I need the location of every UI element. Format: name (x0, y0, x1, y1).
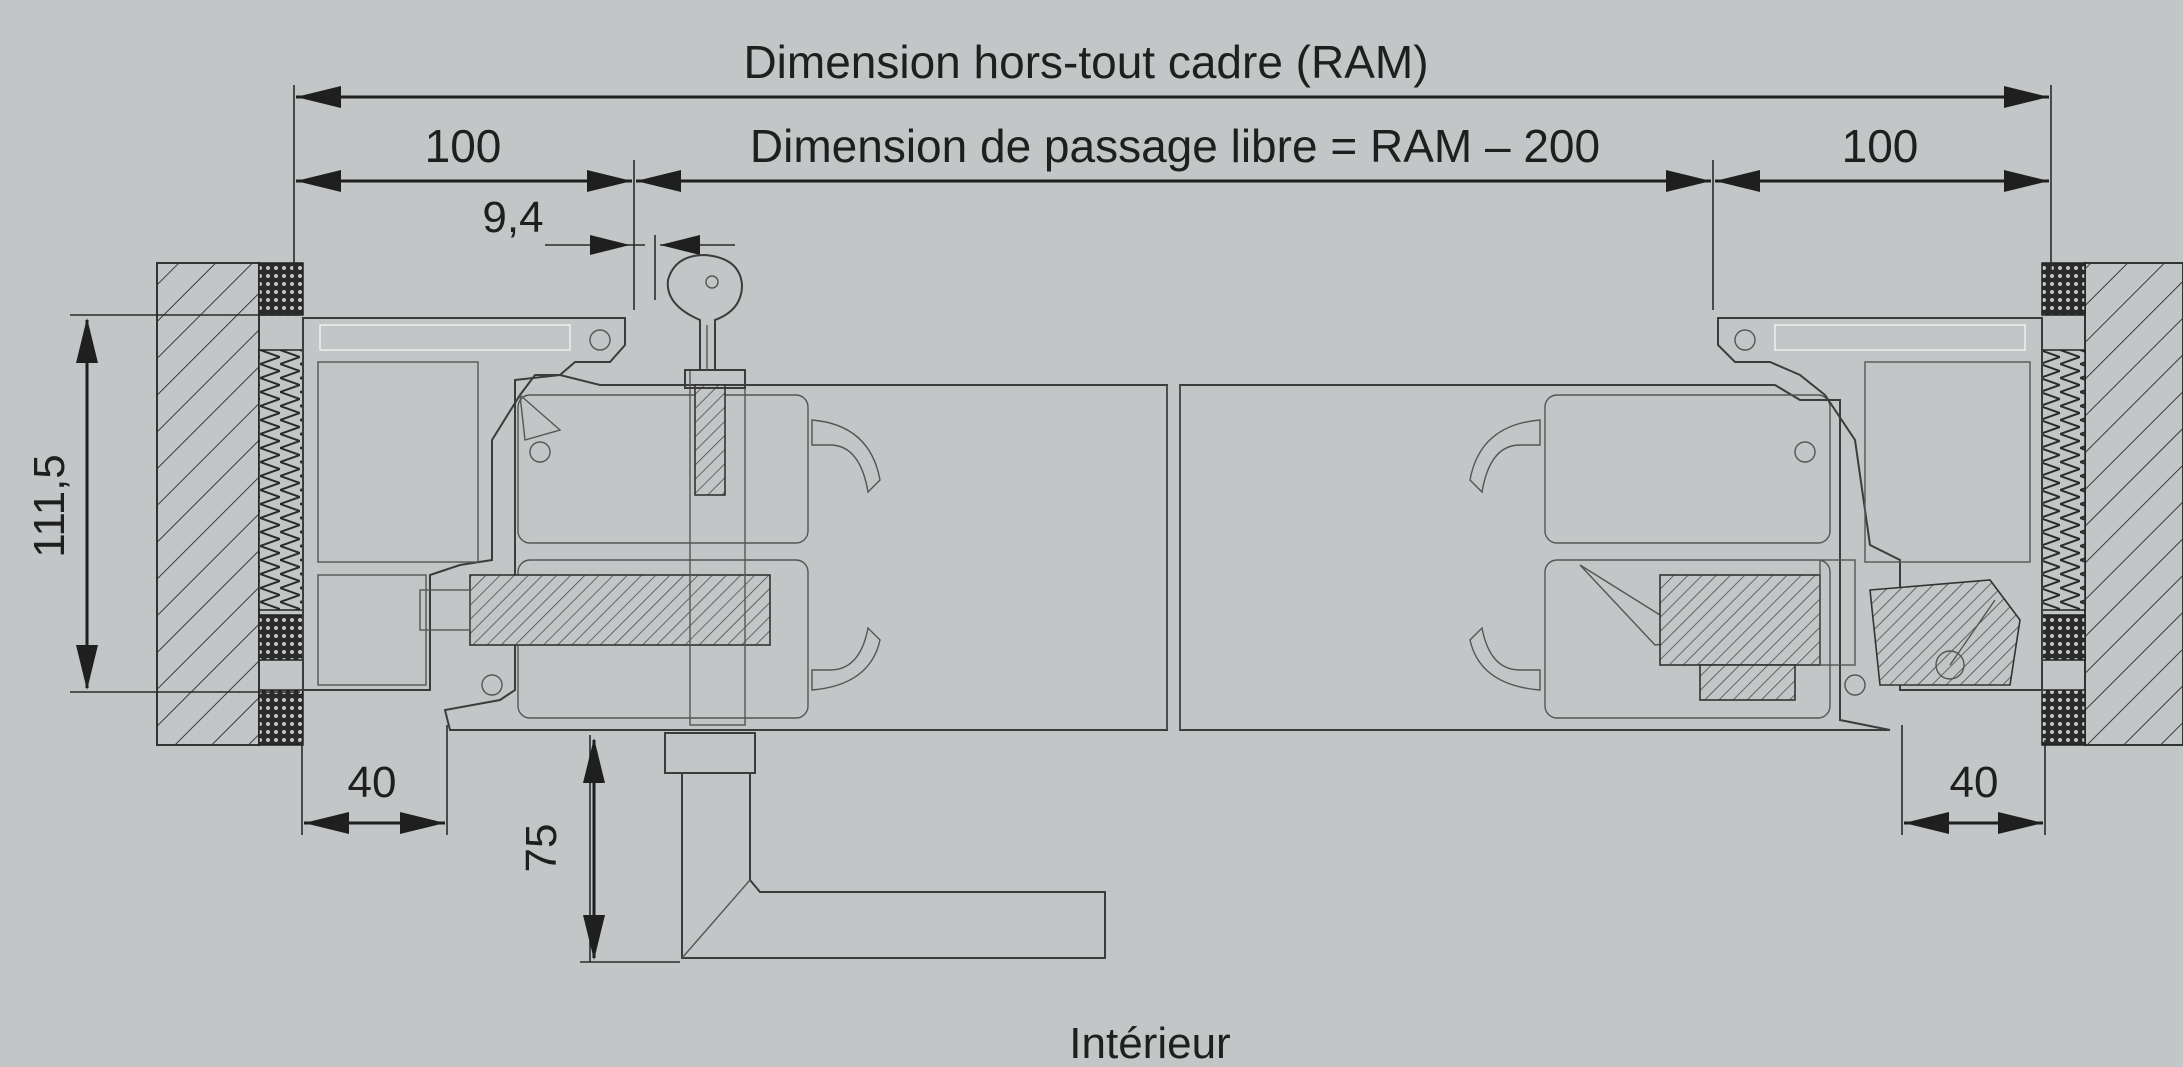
left-frame-profile (302, 317, 626, 696)
extension-lines (70, 85, 2052, 963)
hinge-mechanism (1659, 559, 2021, 701)
left-door-leaf (443, 373, 1168, 731)
overall-dimension-label: Dimension hors-tout cadre (RAM) (743, 36, 1428, 88)
interior-side-label: Intérieur (1069, 1019, 1230, 1067)
key-offset-label: 9,4 (482, 193, 543, 242)
right-frame-width-label: 40 (1950, 758, 1999, 807)
frame-depth-label: 111,5 (25, 454, 74, 558)
left-wall (156, 262, 304, 746)
dimension-lines (76, 86, 2049, 960)
door-handle-icon (664, 732, 1106, 959)
clear-passage-label: Dimension de passage libre = RAM – 200 (750, 120, 1600, 172)
left-offset-label: 100 (425, 120, 502, 172)
lock-mechanism (419, 369, 771, 726)
handle-projection-label: 75 (517, 824, 566, 873)
right-offset-label: 100 (1842, 120, 1919, 172)
key-icon (666, 253, 744, 371)
right-wall (2041, 262, 2183, 746)
right-frame-profile (1717, 317, 2043, 696)
left-frame-width-label: 40 (348, 758, 397, 807)
